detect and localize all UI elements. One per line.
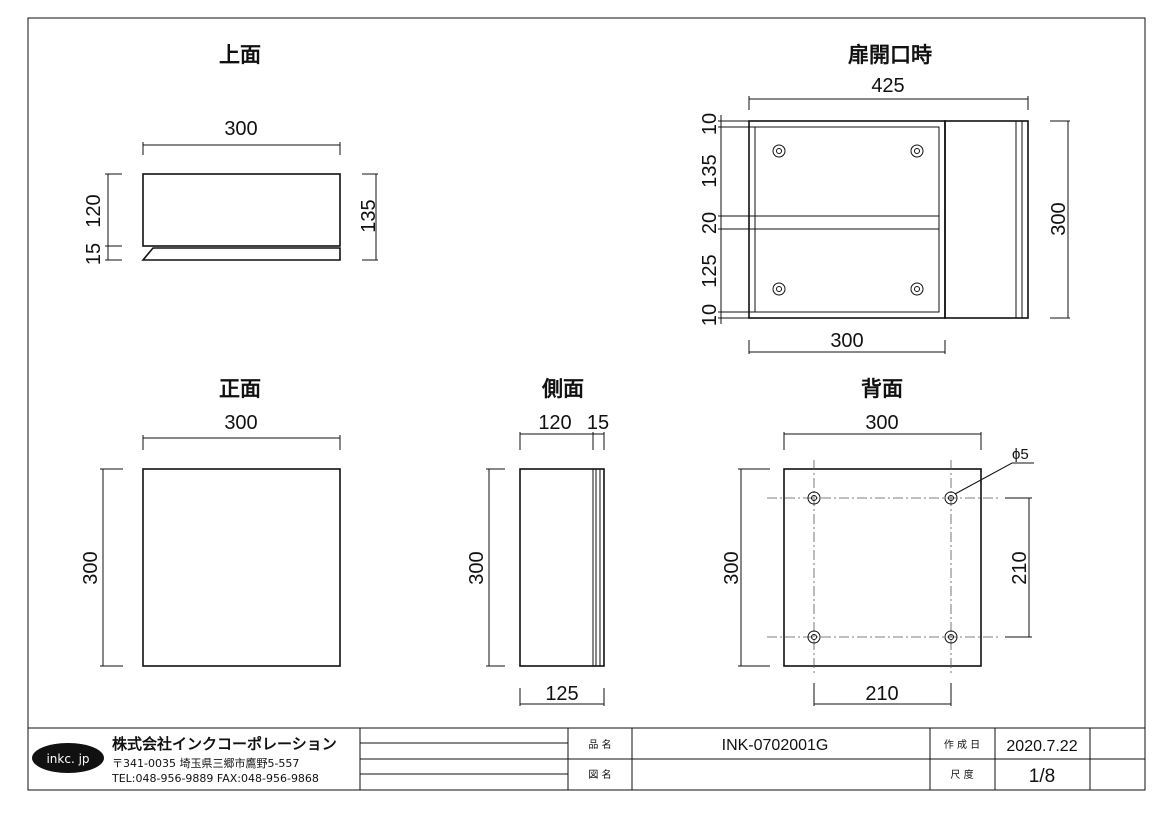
top-view-title: 上面 <box>219 43 261 67</box>
door-open-total-width-dim: 425 <box>871 75 904 97</box>
back-hole-pitch-v-dim: 210 <box>1009 551 1031 584</box>
door-open-bottom-margin-dim: 10 <box>699 304 721 326</box>
mounting-hole-icon <box>807 491 958 644</box>
door-open-view: 扉開口時 425 10 135 20 125 10 300 300 <box>699 43 1070 354</box>
cabinet-body <box>748 120 946 319</box>
top-depth-door-dim: 15 <box>83 243 105 265</box>
side-view-title: 側面 <box>541 377 584 401</box>
top-view: 上面 300 120 15 135 <box>83 43 380 265</box>
scale-label: 尺 度 <box>950 768 973 781</box>
company-address: 〒341-0035 埼玉県三郷市鷹野5-557 <box>112 756 299 770</box>
sheet-border <box>27 17 1146 791</box>
side-body-dim: 120 <box>538 412 571 434</box>
door-open-shelf-dim: 20 <box>699 212 721 234</box>
front-view: 正面 300 300 <box>80 377 341 667</box>
back-outline <box>783 468 982 667</box>
door-open-height-dim: 300 <box>1048 202 1070 235</box>
side-height-dim: 300 <box>466 551 488 584</box>
product-name-label: 品 名 <box>588 738 611 751</box>
back-hole-pitch-h-dim: 210 <box>865 683 898 705</box>
back-width-dim: 300 <box>865 412 898 434</box>
back-view: 背面 300 ϕ5 300 210 210 <box>721 377 1034 706</box>
company-name: 株式会社インクコーポレーション <box>112 735 337 753</box>
back-height-dim: 300 <box>721 551 743 584</box>
hole-diameter-label: ϕ5 <box>1012 446 1029 463</box>
drawing-name-label: 図 名 <box>588 768 611 781</box>
top-body-outline <box>142 173 341 247</box>
door-open-top-margin-dim: 10 <box>699 113 721 135</box>
screw-icon <box>772 144 924 296</box>
side-outline <box>519 468 605 667</box>
top-depth-body-dim: 120 <box>83 194 105 227</box>
door-open-body-width-dim: 300 <box>830 330 863 352</box>
scale-value: 1/8 <box>1029 766 1055 787</box>
front-view-title: 正面 <box>219 377 261 401</box>
back-view-title: 背面 <box>861 377 903 401</box>
door-open-title: 扉開口時 <box>848 43 932 67</box>
product-name-value: INK-0702001G <box>722 737 829 754</box>
title-block: inkc. jp 株式会社インクコーポレーション 〒341-0035 埼玉県三郷… <box>28 727 1145 790</box>
logo-text: inkc. jp <box>46 752 89 766</box>
top-width-dim: 300 <box>224 118 257 140</box>
side-view: 側面 120 15 300 125 <box>466 377 609 706</box>
front-outline <box>142 468 341 667</box>
top-depth-total-dim: 135 <box>358 199 380 232</box>
company-logo <box>32 743 104 773</box>
created-date-value: 2020.7.22 <box>1006 738 1077 755</box>
created-date-label: 作 成 日 <box>944 739 980 751</box>
door-open-upper-dim: 135 <box>699 154 721 187</box>
side-bottom-dim: 125 <box>545 683 578 705</box>
front-width-dim: 300 <box>224 412 257 434</box>
front-height-dim: 300 <box>80 551 102 584</box>
company-contact: TEL:048-956-9889 FAX:048-956-9868 <box>111 772 319 785</box>
open-door <box>944 120 1029 319</box>
side-door-dim: 15 <box>587 412 609 434</box>
door-open-lower-dim: 125 <box>699 254 721 287</box>
